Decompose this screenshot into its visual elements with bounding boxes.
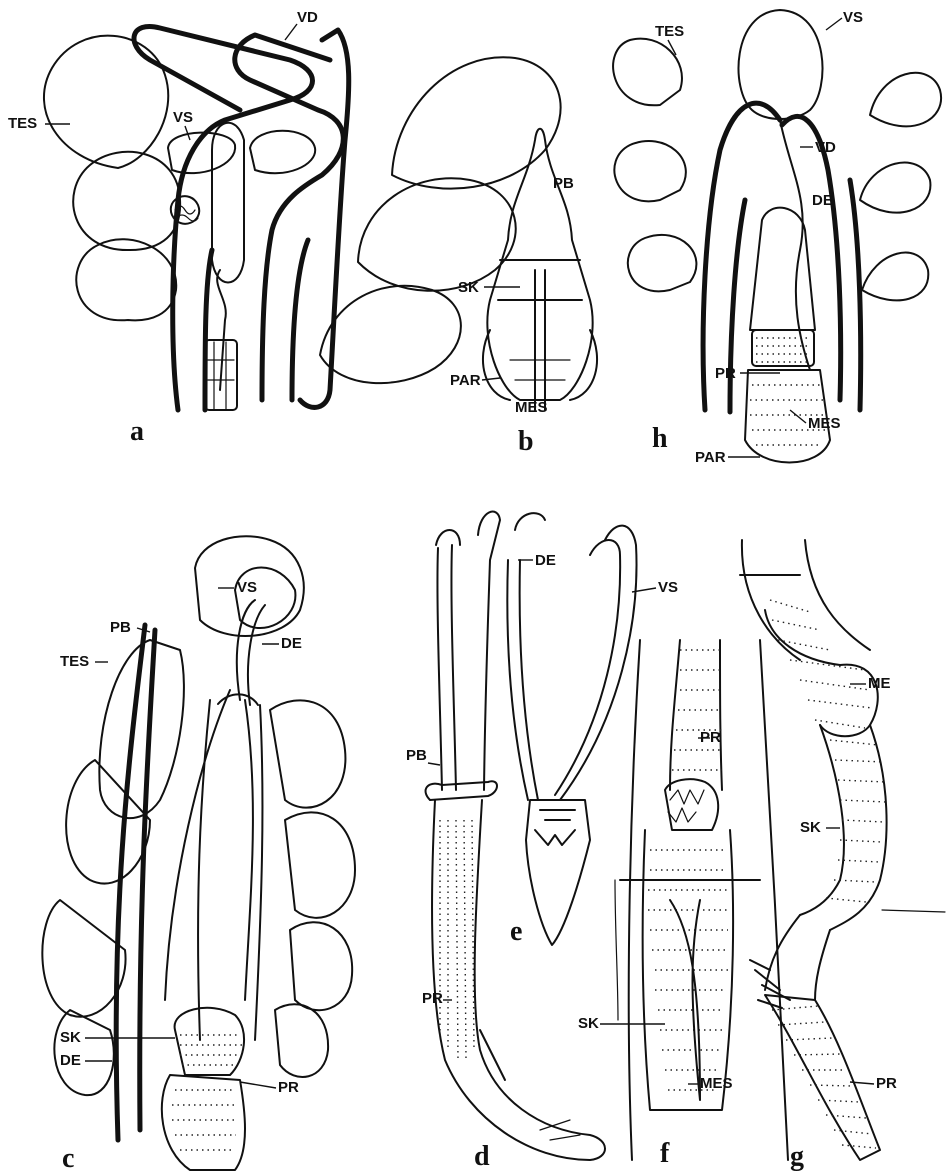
panel-e-figure <box>507 526 636 945</box>
label-c-de-bottom: DE <box>60 1052 81 1069</box>
panel-label-b: b <box>518 426 534 457</box>
label-c-pb: PB <box>110 619 131 636</box>
label-c-pr: PR <box>278 1079 299 1096</box>
panel-label-f: f <box>660 1138 670 1169</box>
label-d-pb: PB <box>406 747 427 764</box>
label-c-sk: SK <box>60 1029 81 1046</box>
label-h-pr: PR <box>715 365 736 382</box>
panel-g-figure <box>740 540 945 1160</box>
label-c-de-top: DE <box>281 635 302 652</box>
label-f-mes: MES <box>700 1075 733 1092</box>
panel-label-e: e <box>510 916 522 947</box>
label-c-tes: TES <box>60 653 89 670</box>
label-e-vs: VS <box>658 579 678 596</box>
label-b-sk: SK <box>458 279 479 296</box>
label-a-vs: VS <box>173 109 193 126</box>
panel-label-d: d <box>474 1141 490 1172</box>
label-g-pr: PR <box>876 1075 897 1092</box>
label-a-vd: VD <box>297 9 318 26</box>
panel-label-c: c <box>62 1143 74 1174</box>
label-h-de: DE <box>812 192 833 209</box>
label-d-de: DE <box>535 552 556 569</box>
label-d-pr: PR <box>422 990 443 1007</box>
label-f-sk: SK <box>578 1015 599 1032</box>
panel-label-h: h <box>652 423 668 454</box>
panel-b-figure <box>483 129 597 410</box>
panel-h-figure <box>613 10 941 463</box>
panel-label-g: g <box>790 1141 804 1172</box>
panel-c-figure <box>42 536 355 1170</box>
label-c-vs: VS <box>237 579 257 596</box>
label-a-tes: TES <box>8 115 37 132</box>
label-h-vd: VD <box>815 139 836 156</box>
label-g-sk: SK <box>800 819 821 836</box>
label-h-vs: VS <box>843 9 863 26</box>
label-b-par: PAR <box>450 372 481 389</box>
label-h-par: PAR <box>695 449 726 466</box>
panel-d-figure <box>426 512 605 1160</box>
panel-label-a: a <box>130 416 144 447</box>
label-b-pb: PB <box>553 175 574 192</box>
label-h-mes: MES <box>808 415 841 432</box>
label-b-mes: MES <box>515 399 548 416</box>
label-h-tes: TES <box>655 23 684 40</box>
label-g-me: ME <box>868 675 891 692</box>
